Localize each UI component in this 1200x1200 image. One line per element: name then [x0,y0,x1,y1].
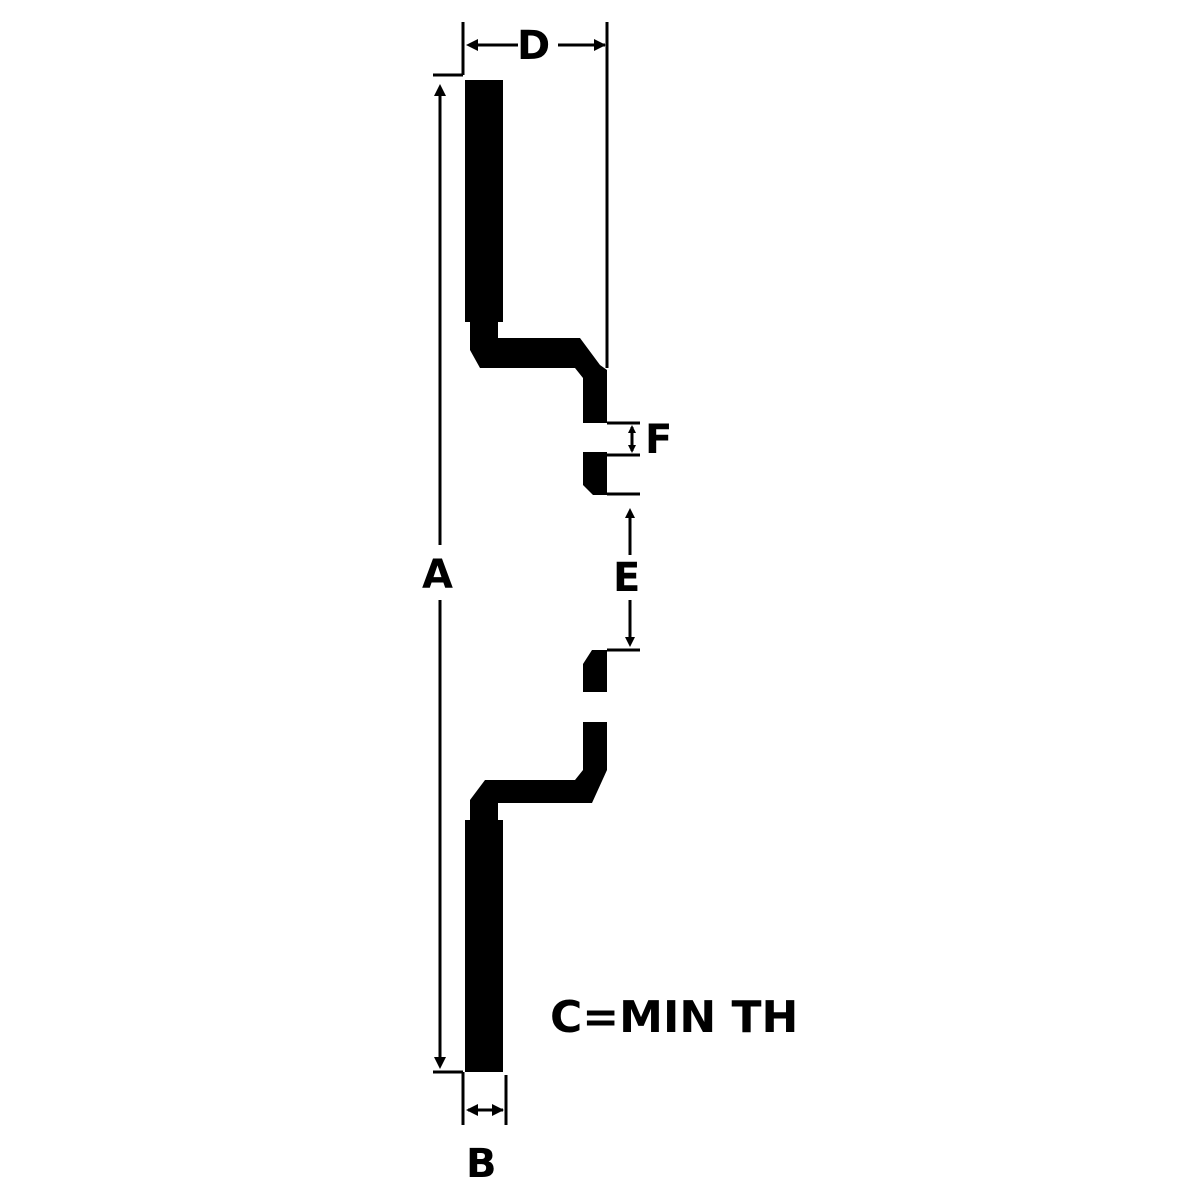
label-a: A [422,552,453,598]
label-e: E [613,555,641,601]
label-b: B [466,1141,497,1187]
label-f: F [645,417,673,463]
label-d: D [517,23,551,69]
disc-profile [465,80,607,1072]
min-thickness-note: C=MIN TH [550,992,799,1043]
arrowheads [434,39,636,1116]
dimension-lines [433,22,640,1125]
